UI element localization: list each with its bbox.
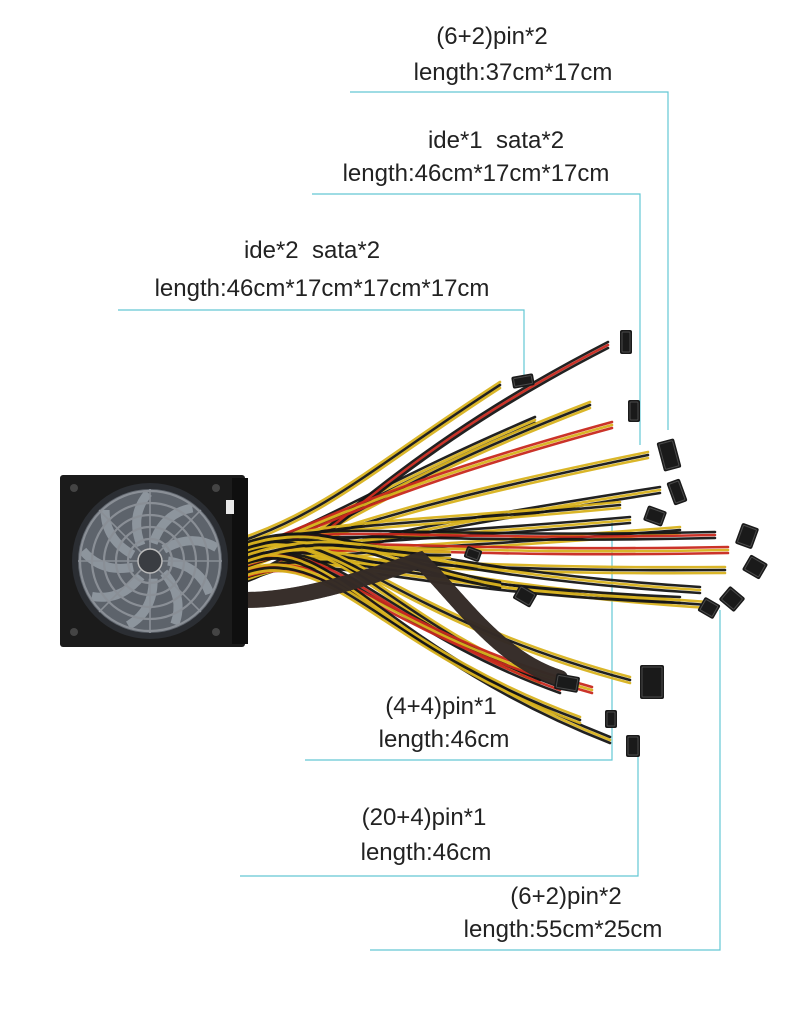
connector-socket [606,711,616,727]
connector [554,673,580,693]
connectors [463,330,768,757]
connector-body [605,710,617,728]
screw-bottom-left [70,628,78,636]
connector [605,710,617,728]
connector [620,330,632,354]
connector-body [626,735,640,757]
label-atx-20plus4-length: length:46cm [361,839,492,866]
wire [243,563,582,719]
connector [640,665,664,699]
connector [666,478,688,506]
leader-lines [118,91,721,951]
label-ide1-sata2: ide*1 sata*2 length:46cm*17cm*17cm [343,127,610,187]
label-pcie-bottom-length: length:55cm*25cm [464,916,663,943]
connector [656,438,682,472]
label-atx-20plus4-connectors: (20+4)pin*1 [362,804,487,831]
label-cpu-4plus4-connectors: (4+4)pin*1 [385,693,496,720]
connector-socket [668,480,686,504]
connector-socket [744,556,766,578]
sleeve-weave [237,550,568,686]
connector [719,586,745,612]
connector-body [643,505,667,527]
fan-grill-spoke [157,509,202,554]
fan-hub [137,548,163,574]
cable-harness [237,340,730,745]
fan-grill-icon [72,483,228,639]
screw-top-right [212,484,220,492]
connector-socket [465,547,481,561]
wire [243,386,502,545]
connector-body [666,478,688,506]
connector-socket [627,736,639,756]
connector [643,505,667,527]
leader-line-atx-20plus4 [240,740,639,877]
psu-side-face [232,478,248,644]
connector [735,523,759,549]
connector-socket [555,675,579,691]
fan-grill-spoke [157,568,202,613]
fan-grill-spoke [98,568,143,613]
leader-line-ide1-sata2 [312,193,641,445]
screw-bottom-right [212,628,220,636]
leader-line-pcie-bottom [370,610,721,951]
connector-socket [721,588,743,610]
label-ide1-sata2-connectors: ide*1 sata*2 [428,127,564,154]
connector-socket [699,599,719,617]
label-pcie-top-connectors: (6+2)pin*2 [436,23,547,50]
connector-body [735,523,759,549]
connector [742,554,768,580]
connector-socket [629,401,639,421]
connector-socket [641,666,663,698]
connector-socket [645,507,665,525]
connector-socket [513,375,533,387]
connector-body [511,373,535,389]
fan-grill-spoke [98,509,143,554]
label-cpu-4plus4-length: length:46cm [379,726,510,753]
spec-labels: (6+2)pin*2 length:37cm*17cm ide*1 sata*2… [155,23,663,943]
connector-body [719,586,745,612]
connector-socket [514,586,536,606]
label-ide1-sata2-length: length:46cm*17cm*17cm [343,160,610,187]
label-ide2-sata2: ide*2 sata*2 length:46cm*17cm*17cm*17cm [155,237,490,302]
connector [628,400,640,422]
label-pcie-bottom-connectors: (6+2)pin*2 [510,883,621,910]
connector-socket [658,440,680,470]
label-pcie-bottom: (6+2)pin*2 length:55cm*25cm [464,883,663,943]
label-ide2-sata2-length: length:46cm*17cm*17cm*17cm [155,275,490,302]
connector-body [640,665,664,699]
label-pcie-top-length: length:37cm*17cm [414,59,613,86]
leader-line-pcie-top [350,91,669,430]
connector [513,584,537,608]
wire [243,380,502,539]
label-atx-20plus4: (20+4)pin*1 length:46cm [361,804,492,866]
connector [697,597,721,619]
psu-label-sticker [226,500,234,514]
leader-line-ide2-sata2 [118,309,525,380]
connector-socket [737,524,757,548]
connector-body [656,438,682,472]
wire [243,540,452,558]
connector [626,735,640,757]
label-cpu-4plus4: (4+4)pin*1 length:46cm [379,693,510,753]
wire [243,383,502,542]
connector [463,546,483,562]
connector-socket [621,331,631,353]
label-ide2-sata2-connectors: ide*2 sata*2 [244,237,380,264]
psu-unit [60,475,248,647]
connector-body [620,330,632,354]
screw-top-left [70,484,78,492]
connector [511,373,535,389]
label-pcie-top: (6+2)pin*2 length:37cm*17cm [414,23,613,86]
wire [243,569,582,725]
connector-body [628,400,640,422]
wire [243,340,610,578]
wire [243,566,582,722]
